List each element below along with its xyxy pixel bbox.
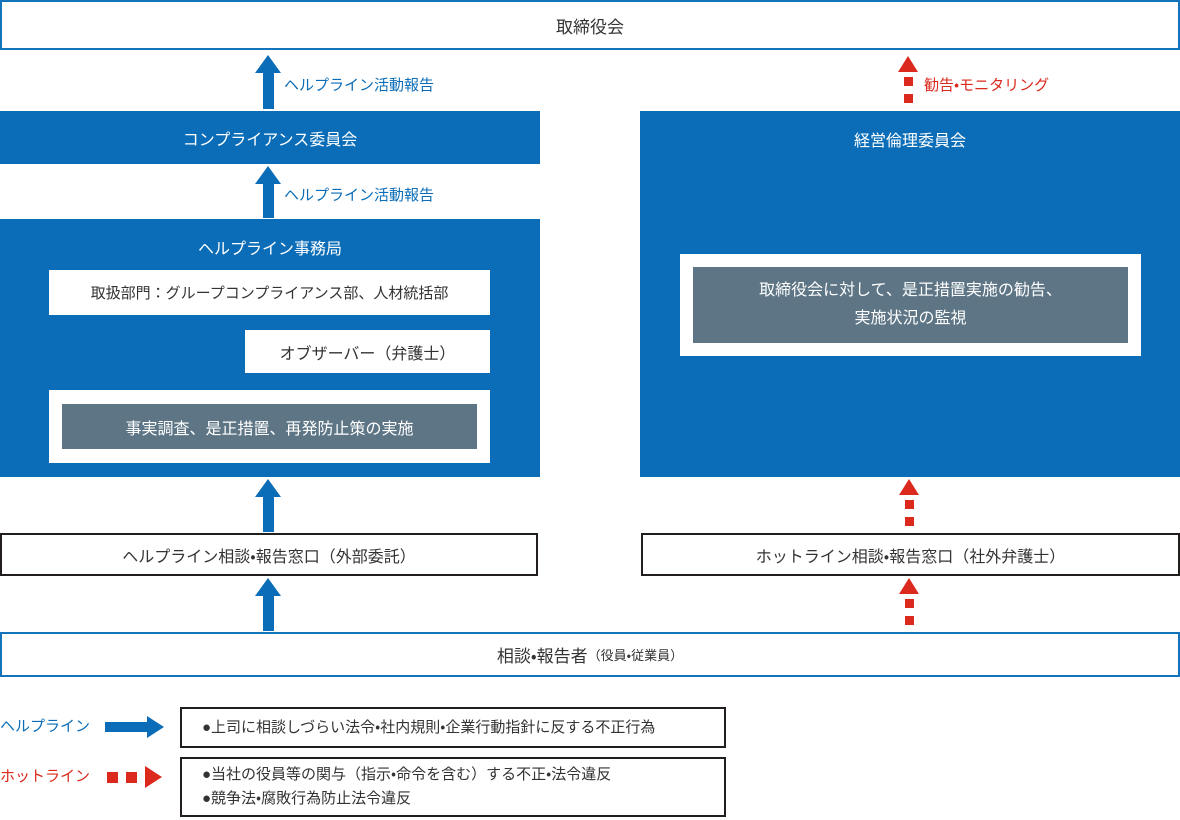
observer-label: オブザーバー（弁護士）	[279, 345, 456, 363]
investigation-label: 事実調査、是正措置、再発防止策の実施	[125, 420, 414, 438]
board-of-directors-box: 取締役会	[0, 0, 1180, 50]
helpline-arrow-window-to-office	[255, 479, 281, 532]
legend-helpline-box: ●上司に相談しづらい法令・社内規則・企業行動指針に反する不正行為	[180, 707, 726, 748]
legend-hotline-label: ホットライン	[0, 768, 91, 785]
arrow-up-icon	[899, 578, 919, 594]
arrow-up-icon	[898, 56, 918, 72]
helpline-report-label-top: ヘルプライン活動報告	[284, 77, 435, 94]
arrow-up-icon	[255, 55, 281, 73]
monitoring-label: 勧告・モニタリング	[924, 77, 1050, 94]
investigation-outer-box: 事実調査、是正措置、再発防止策の実施	[49, 390, 490, 463]
helpline-arrow-icon	[105, 716, 164, 738]
legend-hotline-box: ●当社の役員等の関与（指示・命令を含む）する不正・法令違反 ●競争法・腐敗行為防…	[180, 757, 726, 817]
arrow-up-icon	[255, 166, 281, 184]
handling-department-box: 取扱部門：グループコンプライアンス部、人材統括部	[49, 270, 490, 315]
monitoring-arrow-top	[898, 56, 918, 109]
arrow-up-icon	[899, 479, 919, 495]
legend-helpline-label: ヘルプライン	[0, 718, 91, 735]
reporter-box: 相談・報告者（役員・従業員）	[0, 632, 1180, 677]
recommendation-line1: 取締役会に対して、是正措置実施の勧告、	[759, 282, 1062, 299]
helpline-report-arrow-mid	[255, 166, 281, 218]
legend-helpline-item: ●上司に相談しづらい法令・社内規則・企業行動指針に反する不正行為	[202, 718, 656, 736]
compliance-committee-label: コンプライアンス委員会	[182, 131, 358, 149]
helpline-contact-window-label: ヘルプライン相談・報告窓口（外部委託）	[122, 548, 416, 566]
arrow-up-icon	[255, 479, 281, 497]
hotline-arrow-icon	[107, 766, 162, 788]
investigation-box: 事実調査、是正措置、再発防止策の実施	[62, 404, 477, 449]
ethics-committee-box: 経営倫理委員会 取締役会に対して、是正措置実施の勧告、 実施状況の監視	[640, 111, 1180, 477]
recommendation-box: 取締役会に対して、是正措置実施の勧告、 実施状況の監視	[693, 267, 1128, 343]
hotline-contact-window-label: ホットライン相談・報告窓口（社外弁護士）	[755, 548, 1066, 566]
hotline-arrow-reporter-to-window	[899, 578, 919, 631]
observer-box: オブザーバー（弁護士）	[245, 330, 490, 373]
reporter-sublabel: （役員・従業員）	[587, 648, 684, 663]
recommendation-outer-box: 取締役会に対して、是正措置実施の勧告、 実施状況の監視	[680, 254, 1141, 356]
recommendation-line2: 実施状況の監視	[854, 310, 967, 327]
legend-hotline-item-2: ●競争法・腐敗行為防止法令違反	[202, 790, 412, 807]
helpline-contact-window-box: ヘルプライン相談・報告窓口（外部委託）	[0, 533, 538, 576]
ethics-committee-label: 経営倫理委員会	[853, 133, 966, 150]
legend-hotline-item-1: ●当社の役員等の関与（指示・命令を含む）する不正・法令違反	[202, 766, 612, 783]
helpline-report-arrow-top	[255, 55, 281, 109]
helpline-report-label-mid: ヘルプライン活動報告	[284, 187, 435, 204]
hotline-contact-window-box: ホットライン相談・報告窓口（社外弁護士）	[641, 533, 1180, 576]
handling-department-label: 取扱部門：グループコンプライアンス部、人材統括部	[90, 285, 449, 302]
hotline-arrow-window-to-committee	[899, 479, 919, 532]
helpline-office-box: ヘルプライン事務局 取扱部門：グループコンプライアンス部、人材統括部 オブザーバ…	[0, 219, 540, 477]
helpline-arrow-reporter-to-window	[255, 578, 281, 631]
compliance-committee-box: コンプライアンス委員会	[0, 111, 540, 164]
board-of-directors-label: 取締役会	[556, 17, 624, 37]
helpline-office-label: ヘルプライン事務局	[197, 241, 342, 258]
reporter-label: 相談・報告者	[496, 647, 588, 666]
arrow-up-icon	[255, 578, 281, 596]
